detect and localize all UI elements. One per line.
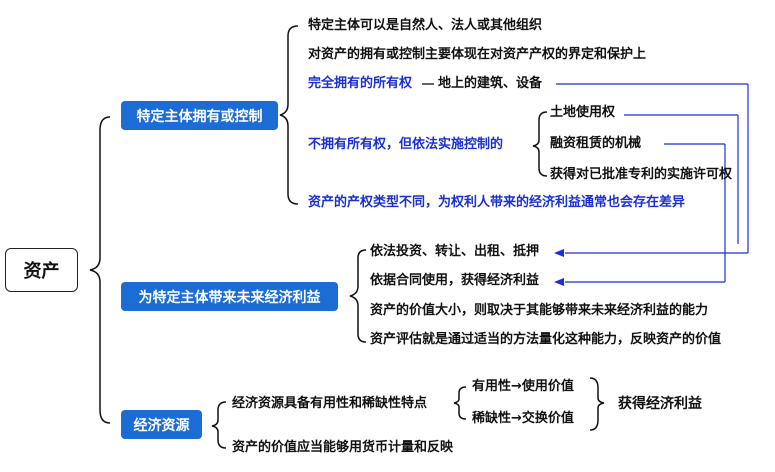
- trait-usefulness: 有用性→使用价值: [472, 379, 574, 394]
- result-brace: [589, 377, 605, 431]
- blue-connectors: [556, 83, 749, 283]
- no-ownership-item-1: 土地使用权: [550, 105, 616, 120]
- no-ownership-item-3: 获得对已批准专利的实施许可权: [550, 167, 733, 182]
- branch2-item-3: 资产的价值大小，则取决于其能够带来未来经济利益的能力: [370, 303, 709, 318]
- branch2-item-1: 依法投资、转让、出租、抵押: [370, 244, 540, 259]
- branch3-item-1: 经济资源具备有用性和稀缺性特点: [232, 396, 428, 411]
- arrow-invest: [554, 249, 564, 257]
- arrow-contract: [554, 278, 564, 286]
- no-ownership-brace: [532, 111, 548, 177]
- trait-scarcity: 稀缺性→交换价值: [472, 411, 574, 426]
- branch1-item-1: 特定主体可以是自然人、法人或其他组织: [308, 18, 543, 33]
- branch2-box: 为特定主体带来未来经济利益: [121, 282, 338, 311]
- branch2-brace: [349, 249, 367, 343]
- branch1-item-2: 对资产的拥有或控制主要体现在对资产产权的界定和保护上: [308, 47, 647, 62]
- branch2-item-2: 依据合同使用，获得经济利益: [370, 273, 540, 288]
- branch2-item-4: 资产评估就是通过适当的方法量化这种能力，反映资产的价值: [370, 332, 722, 347]
- full-ownership-label: 完全拥有的所有权: [308, 76, 413, 91]
- branch3-item-2: 资产的价值应当能够用货币计量和反映: [232, 440, 454, 455]
- branch1-box: 特定主体拥有或控制: [121, 101, 278, 130]
- branch1-brace: [279, 25, 299, 205]
- root-node: 资产: [5, 248, 78, 292]
- no-ownership-label: 不拥有所有权，但依法实施控制的: [308, 137, 504, 152]
- traits-brace: [453, 386, 467, 420]
- branch3-box: 经济资源: [121, 410, 202, 439]
- branch3-brace: [211, 401, 227, 449]
- root-brace: [89, 116, 111, 424]
- full-ownership-example: 地上的建筑、设备: [438, 76, 543, 91]
- branch1-note: 资产的产权类型不同，为权利人带来的经济利益通常也会存在差异: [308, 195, 686, 210]
- no-ownership-item-2: 融资租赁的机械: [550, 136, 642, 151]
- traits-result: 获得经济利益: [618, 396, 702, 412]
